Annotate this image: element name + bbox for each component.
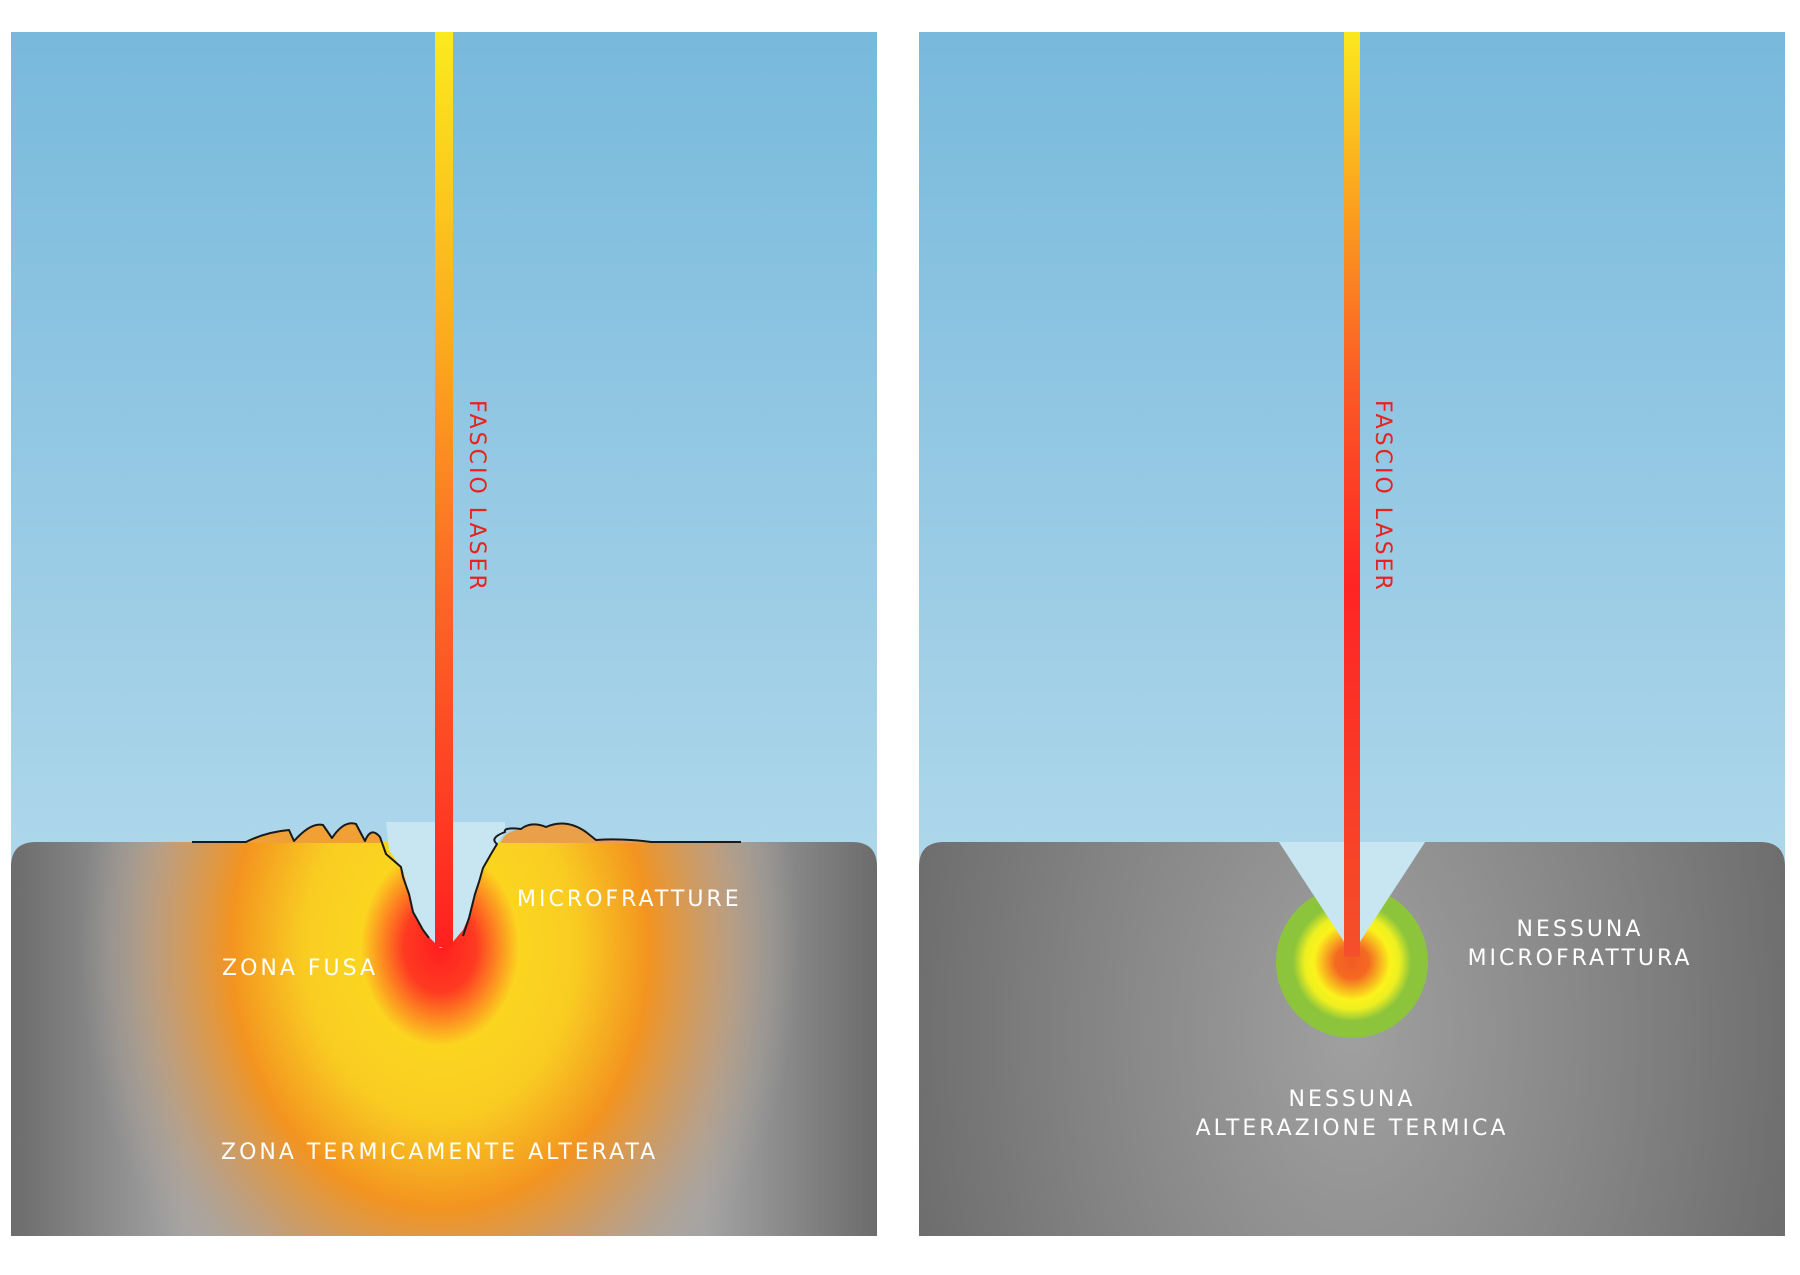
laser-beam-label: FASCIO LASER — [464, 400, 489, 593]
ejected-material-bumps — [246, 823, 383, 843]
label-no-microfracture-line1: NESSUNA — [1516, 917, 1644, 942]
label-no-thermal-alteration: NESSUNA ALTERAZIONE TERMICA — [1196, 1089, 1509, 1140]
surface-outline — [192, 822, 741, 939]
right-panel-cold-laser: FASCIO LASER NESSUNA MICROFRATTURA NESSU… — [919, 32, 1785, 1236]
left-panel-conventional-laser: FASCIO LASER MICROFRATTURE ZONA FUSA ZON… — [11, 32, 877, 1236]
label-melted-zone: ZONA FUSA — [222, 956, 379, 981]
right-panel-illustration — [919, 32, 1785, 1236]
laser-beam — [1344, 32, 1360, 957]
cold-ablation-zone — [1276, 886, 1428, 1038]
label-microfractures: MICROFRATTURE — [517, 887, 742, 912]
label-no-thermal-line1: NESSUNA — [1288, 1087, 1416, 1112]
left-panel-illustration — [11, 32, 877, 1236]
material-block — [919, 842, 1785, 1236]
laser-beam-label: FASCIO LASER — [1370, 400, 1395, 593]
label-heat-affected-zone: ZONA TERMICAMENTE ALTERATA — [221, 1140, 659, 1165]
laser-beam — [435, 32, 453, 947]
label-no-microfracture-line2: MICROFRATTURA — [1467, 946, 1693, 971]
label-no-microfracture: NESSUNA MICROFRATTURA — [1468, 919, 1693, 970]
ejected-material-bumps-right — [501, 823, 651, 843]
label-no-thermal-line2: ALTERAZIONE TERMICA — [1195, 1116, 1509, 1141]
